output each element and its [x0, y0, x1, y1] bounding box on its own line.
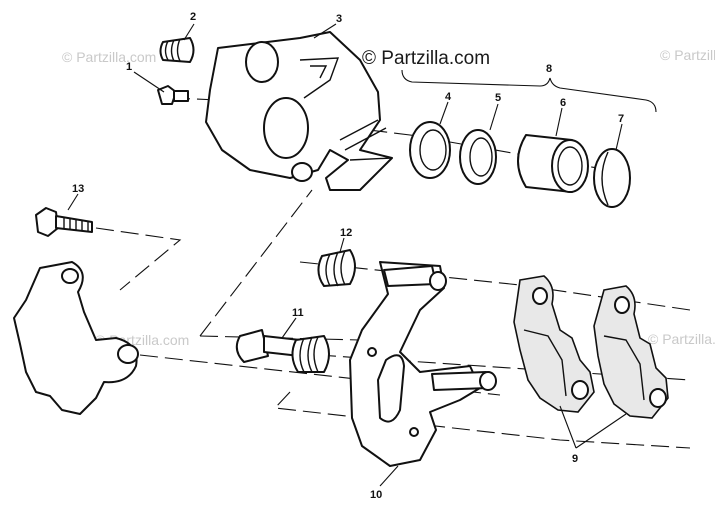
- bracket-part-8: [401, 69, 657, 113]
- brake-pad-inner-part-9: [513, 275, 595, 413]
- callout-6: 6: [560, 97, 566, 109]
- callout-5: 5: [495, 92, 501, 104]
- pin-part-11: [235, 329, 330, 373]
- bleeder-screw-part-1: [157, 85, 189, 105]
- piston-part-6: [517, 134, 589, 193]
- watermark-faint-right-low: © Partzilla.com: [648, 331, 715, 347]
- bolt-part-13: [35, 207, 93, 237]
- watermark-faint-left: © Partzilla.com: [62, 49, 156, 65]
- callout-11: 11: [292, 307, 304, 319]
- mounting-plate-part-10: [349, 261, 497, 467]
- dust-seal-part-5: [459, 129, 497, 185]
- callout-numbers: 2 1 3 8 4 5 6 7 13 12 11 9 10: [72, 11, 624, 501]
- bleeder-plug-part-2: [159, 37, 195, 63]
- caliper-body-part-3: [205, 31, 393, 191]
- callout-9: 9: [572, 453, 578, 465]
- callout-2: 2: [190, 11, 196, 23]
- callout-1: 1: [126, 61, 132, 73]
- callout-3: 3: [336, 13, 342, 25]
- callout-7: 7: [618, 113, 624, 125]
- watermark-main: © Partzilla.com: [362, 48, 490, 69]
- callout-8: 8: [546, 63, 552, 75]
- bushing-part-12: [317, 249, 356, 287]
- callout-leaders: [67, 23, 627, 487]
- callout-12: 12: [340, 227, 352, 239]
- callout-4: 4: [445, 91, 452, 103]
- brake-pad-outer-part-9: [593, 285, 669, 419]
- callout-10: 10: [370, 489, 382, 501]
- watermark-faint-right: © Partzilla.com: [660, 47, 715, 63]
- callout-13: 13: [72, 183, 84, 195]
- seal-part-4: [409, 121, 451, 179]
- cap-part-7: [593, 148, 631, 208]
- caliper-bracket: [13, 261, 139, 415]
